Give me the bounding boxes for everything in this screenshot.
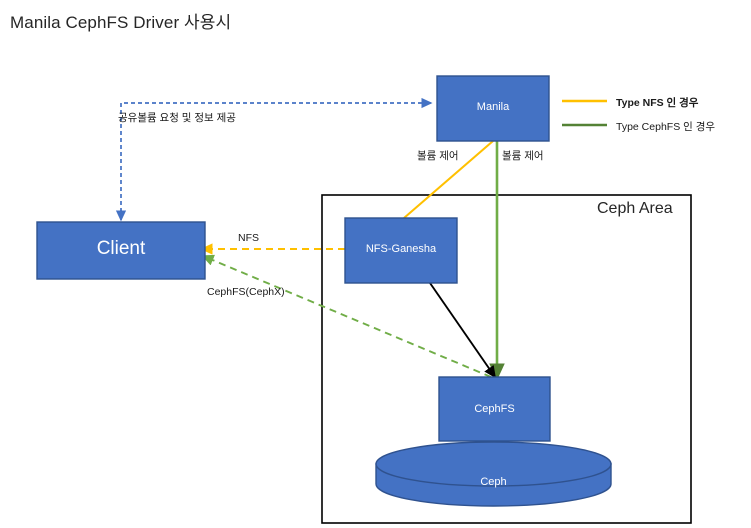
edge-label-share-request: 공유볼륨 요청 및 정보 제공 bbox=[118, 112, 236, 124]
edge-share-request-line bbox=[120, 102, 431, 219]
edge-cephfs-cephx-dashed bbox=[201, 254, 492, 378]
node-manila-box bbox=[436, 75, 550, 142]
edge-label-cephfs-cephx: CephFS(CephX) bbox=[207, 286, 285, 298]
ceph-cylinder bbox=[375, 441, 612, 507]
ceph-area-box bbox=[321, 194, 692, 524]
node-client-box bbox=[36, 221, 206, 280]
edge-volume-control-nfs bbox=[403, 140, 494, 219]
node-cephfs-box bbox=[438, 376, 551, 442]
edge-ganesha-to-cephfs bbox=[429, 282, 496, 379]
node-nfs-ganesha-box bbox=[344, 217, 458, 284]
edge-label-volume-control-right: 볼륨 제어 bbox=[502, 150, 544, 162]
edge-label-nfs: NFS bbox=[238, 232, 259, 244]
ceph-area-label: Ceph Area bbox=[597, 200, 673, 217]
legend-item-nfs-label: Type NFS 인 경우 bbox=[616, 97, 699, 109]
page-title: Manila CephFS Driver 사용시 bbox=[10, 13, 232, 32]
edge-label-volume-control-left: 볼륨 제어 bbox=[417, 150, 459, 162]
legend-item-cephfs-label: Type CephFS 인 경우 bbox=[616, 121, 716, 133]
